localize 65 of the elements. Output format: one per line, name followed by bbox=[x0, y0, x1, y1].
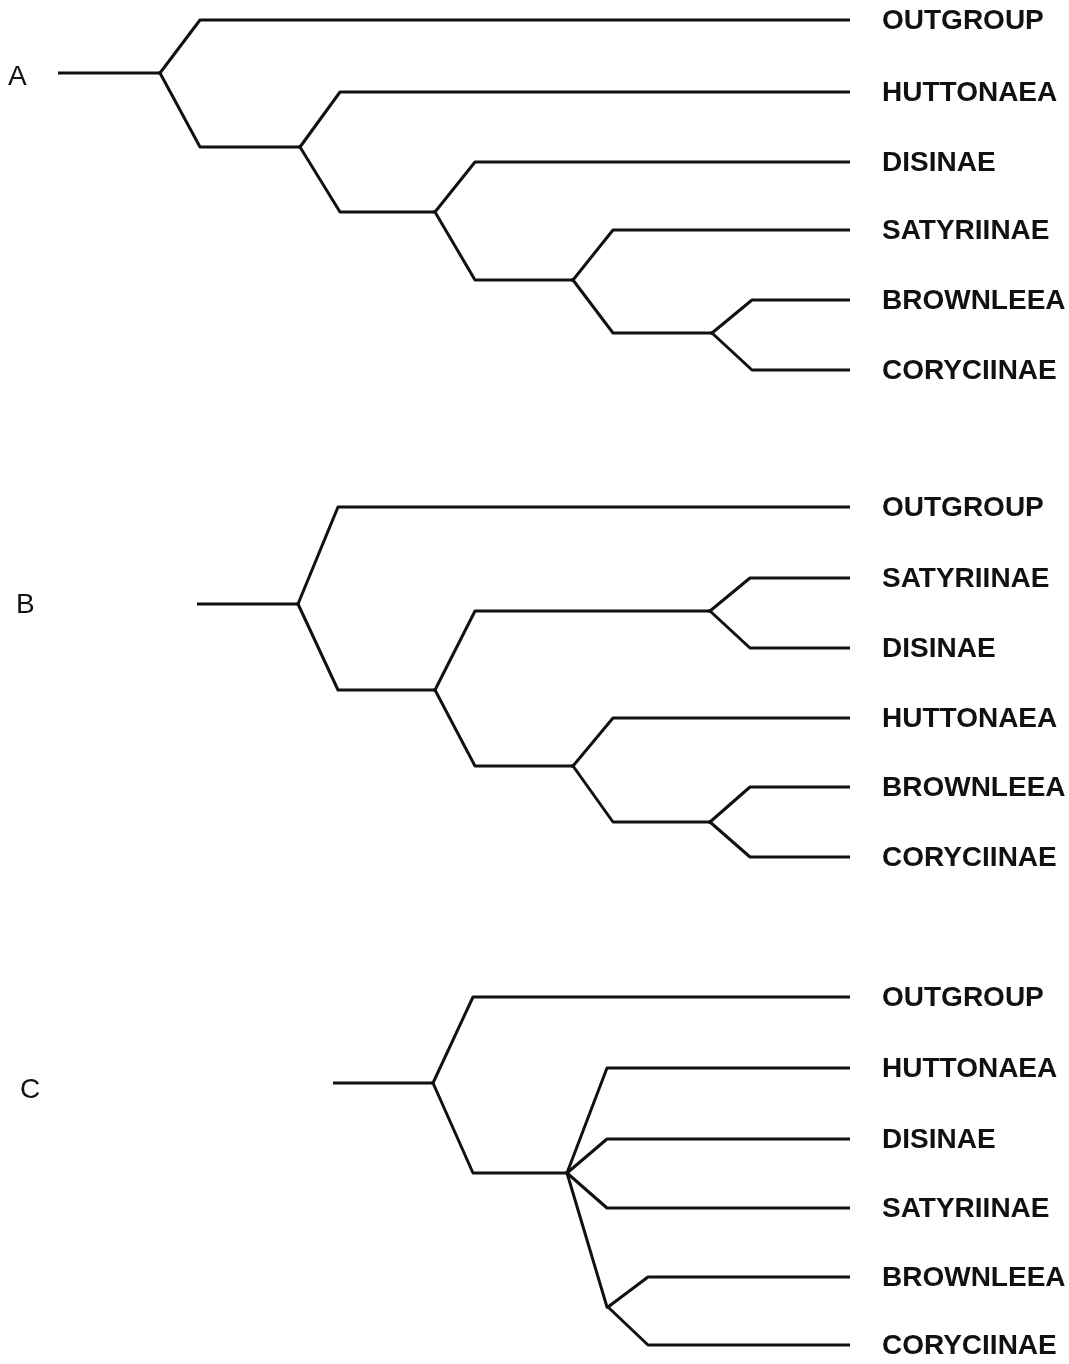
branch-line bbox=[571, 716, 850, 767]
branch-point bbox=[571, 764, 575, 768]
branch-point bbox=[708, 820, 712, 824]
branch-line bbox=[571, 765, 710, 824]
branch-line bbox=[433, 160, 850, 213]
taxon-label: OUTGROUP bbox=[850, 2, 1044, 38]
taxon-label: BROWNLEEA bbox=[850, 769, 1066, 805]
branch-point bbox=[606, 1305, 610, 1309]
branch-point bbox=[296, 602, 300, 606]
branch-point bbox=[431, 1081, 435, 1085]
taxon-label: SATYRIINAE bbox=[850, 560, 1050, 596]
branch-line bbox=[58, 71, 160, 75]
branch-line bbox=[571, 228, 850, 281]
branch-line bbox=[709, 609, 850, 650]
panel-letter: A bbox=[8, 60, 27, 92]
branch-point bbox=[710, 331, 714, 335]
branch-point bbox=[708, 609, 712, 613]
taxon-label: HUTTONAEA bbox=[850, 1050, 1058, 1086]
branch-line bbox=[709, 576, 850, 613]
branch-line bbox=[433, 609, 710, 691]
taxon-label: SATYRIINAE bbox=[850, 212, 1050, 248]
branch-line bbox=[566, 1137, 850, 1175]
branch-line bbox=[711, 298, 850, 335]
taxon-label: CORYCIINAE bbox=[850, 352, 1057, 388]
branch-line bbox=[431, 995, 850, 1084]
branch-point bbox=[565, 1171, 569, 1175]
branch-line bbox=[709, 785, 850, 824]
branch-line bbox=[566, 1171, 850, 1210]
branch-line bbox=[296, 505, 850, 605]
taxon-label: OUTGROUP bbox=[850, 489, 1044, 525]
taxon-label: CORYCIINAE bbox=[850, 839, 1057, 875]
branch-line bbox=[158, 18, 850, 74]
branch-point bbox=[433, 210, 437, 214]
taxon-label: BROWNLEEA bbox=[850, 282, 1066, 318]
taxon-label: SATYRIINAE bbox=[850, 1190, 1050, 1226]
branch-line bbox=[296, 603, 435, 692]
branch-line bbox=[607, 1275, 850, 1309]
taxon-label: HUTTONAEA bbox=[850, 700, 1058, 736]
panel-letter: C bbox=[20, 1073, 41, 1105]
branch-line bbox=[433, 689, 573, 768]
branch-line bbox=[431, 1082, 567, 1175]
taxon-label: CORYCIINAE bbox=[850, 1327, 1057, 1363]
branch-line bbox=[197, 602, 298, 606]
taxon-label: DISINAE bbox=[850, 630, 996, 666]
branch-point bbox=[433, 688, 437, 692]
taxon-label: OUTGROUP bbox=[850, 979, 1044, 1015]
branch-line bbox=[606, 1305, 850, 1347]
branch-line bbox=[571, 279, 712, 335]
branch-line bbox=[711, 331, 850, 372]
branch-line bbox=[298, 146, 435, 214]
branch-point bbox=[158, 71, 162, 75]
taxon-label: DISINAE bbox=[850, 144, 996, 180]
branch-line bbox=[433, 211, 573, 282]
branch-line bbox=[565, 1172, 610, 1309]
branch-point bbox=[298, 145, 302, 149]
branch-line bbox=[333, 1081, 433, 1085]
branch-line bbox=[565, 1066, 850, 1174]
taxon-label: HUTTONAEA bbox=[850, 74, 1058, 110]
branch-point bbox=[571, 278, 575, 282]
branch-line bbox=[298, 90, 850, 148]
panel-letter: B bbox=[16, 588, 35, 620]
taxon-label: DISINAE bbox=[850, 1121, 996, 1157]
taxon-label: BROWNLEEA bbox=[850, 1259, 1066, 1295]
branch-line bbox=[709, 820, 850, 859]
branch-line bbox=[158, 72, 300, 149]
